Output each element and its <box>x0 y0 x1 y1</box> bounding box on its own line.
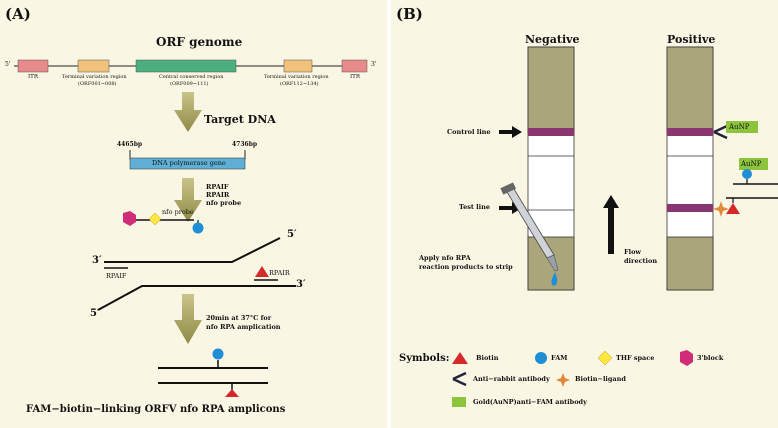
pipette <box>500 182 559 286</box>
itr-left-box <box>17 59 49 73</box>
legend-thf-icon <box>597 350 613 366</box>
arrow-3 <box>174 294 202 344</box>
control-antibody <box>713 124 728 140</box>
fam-mark-amplicon <box>212 348 224 360</box>
legend-3block-icon <box>680 350 693 366</box>
rpaif-tag: RPAIF <box>106 272 127 280</box>
gene-box <box>129 157 246 170</box>
positive-control-band <box>667 128 713 136</box>
genome-3prime-label: 3' <box>371 61 377 68</box>
biotin-mark-amplicon <box>225 389 239 397</box>
central-box <box>135 59 237 73</box>
terminal-right-box <box>283 59 313 73</box>
panel-a: (A) ORF genome 5' 3' ITR ITR Terminal va… <box>0 0 387 428</box>
rpair-tag: RPAIR <box>269 269 290 277</box>
aunp-label-2: AuNP <box>741 160 762 168</box>
legend-fam-icon <box>535 352 547 364</box>
complex-biotin <box>726 203 740 214</box>
condition-line-2: nfo RPA amplication <box>206 323 281 331</box>
negative-control-band <box>528 128 574 136</box>
terminal-left-range: (ORF001~008) <box>78 81 117 87</box>
bp-end-label: 4736bp <box>232 141 258 148</box>
legend-antibody-icon <box>452 371 467 387</box>
strand-5prime-top: 5′ <box>287 229 297 240</box>
flow-arrow-shaft <box>608 205 614 254</box>
legend-ligand-label: Biotin−ligand <box>575 375 626 383</box>
aunp-box-1 <box>726 121 758 133</box>
complex-fam <box>742 169 752 179</box>
legend-fam-label: FAM <box>551 354 568 362</box>
apply-label-1: Apply nfo RPA <box>419 254 471 262</box>
legend-thf-label: THF space <box>616 354 655 362</box>
bottom-caption: FAM−biotin−linking ORFV nfo RPA amplicon… <box>26 404 286 415</box>
terminal-right-range: (ORF112~134) <box>280 81 319 87</box>
positive-bottom-pad <box>666 236 714 291</box>
itr-right-box <box>341 59 368 73</box>
positive-title: Positive <box>667 33 716 46</box>
terminal-right-label: Terminal variation region <box>264 74 329 80</box>
itr-left-label: ITR <box>28 74 38 80</box>
legend-3block-label: 3'block <box>697 354 724 362</box>
aunp-label-1: AuNP <box>729 123 750 131</box>
panel-b-label: (B) <box>396 5 423 23</box>
genome-5prime-label: 5' <box>5 61 11 68</box>
panel-b: (B) Negative Positive Control line Test … <box>391 0 778 428</box>
bp-start-label: 4465bp <box>117 141 143 148</box>
orf-genome-title: ORF genome <box>156 35 243 49</box>
apply-label-2: reaction products to strip <box>419 263 513 271</box>
flow-label-1: Flow <box>624 248 642 256</box>
arrow-2 <box>174 178 202 222</box>
panel-a-graphics <box>14 59 368 397</box>
strand-3prime-left: 3′ <box>92 255 102 266</box>
top-strand <box>104 237 281 263</box>
primer-r-label: RPAIR <box>206 191 230 199</box>
positive-top-pad <box>666 46 714 134</box>
control-line-arrow <box>499 126 522 138</box>
primer-f-label: RPAIF <box>206 183 229 191</box>
legend-biotin-label: Biotin <box>476 354 499 362</box>
itr-right-label: ITR <box>350 74 360 80</box>
negative-title: Negative <box>525 33 580 46</box>
target-dna-label: Target DNA <box>204 113 276 126</box>
legend-ligand-icon <box>556 373 570 387</box>
aunp-box-2 <box>739 158 768 170</box>
arrow-1 <box>174 92 202 132</box>
condition-line-1: 20min at 37°C for <box>206 314 272 322</box>
panel-b-graphics <box>452 46 778 407</box>
probe-label: nfo probe <box>206 199 242 207</box>
terminal-left-label: Terminal variation region <box>62 74 127 80</box>
panel-a-label: (A) <box>5 5 31 23</box>
legend-gold-icon <box>452 397 466 407</box>
test-line-label: Test line <box>459 203 490 211</box>
bottom-strand <box>97 285 296 311</box>
central-range: (ORF009~111) <box>170 81 209 87</box>
positive-test-band <box>667 204 713 212</box>
fam-mark-probe <box>192 222 204 234</box>
symbols-title: Symbols: <box>399 353 450 364</box>
gene-label: DNA polymerase gene <box>152 159 226 167</box>
legend-gold-label: Gold(AuNP)anti−FAM antibody <box>473 398 587 406</box>
biotin-mark-strand <box>255 266 269 277</box>
three-block-mark <box>123 211 136 226</box>
complex-ligand <box>713 201 729 217</box>
probe-small-label: nfo probe <box>162 208 194 216</box>
legend-biotin-icon <box>452 352 468 364</box>
control-line-label: Control line <box>447 128 491 136</box>
strand-5prime-bottom: 5′ <box>90 308 100 319</box>
central-label: Central conserved region <box>159 74 224 80</box>
flow-arrow-head <box>603 195 619 208</box>
negative-top-pad <box>527 46 575 134</box>
terminal-left-box <box>77 59 110 73</box>
thf-mark <box>148 212 162 226</box>
flow-label-2: direction <box>624 257 658 265</box>
legend-antibody-label: Anti−rabbit antibody <box>473 375 550 383</box>
strand-3prime-right: 3′ <box>296 279 306 290</box>
